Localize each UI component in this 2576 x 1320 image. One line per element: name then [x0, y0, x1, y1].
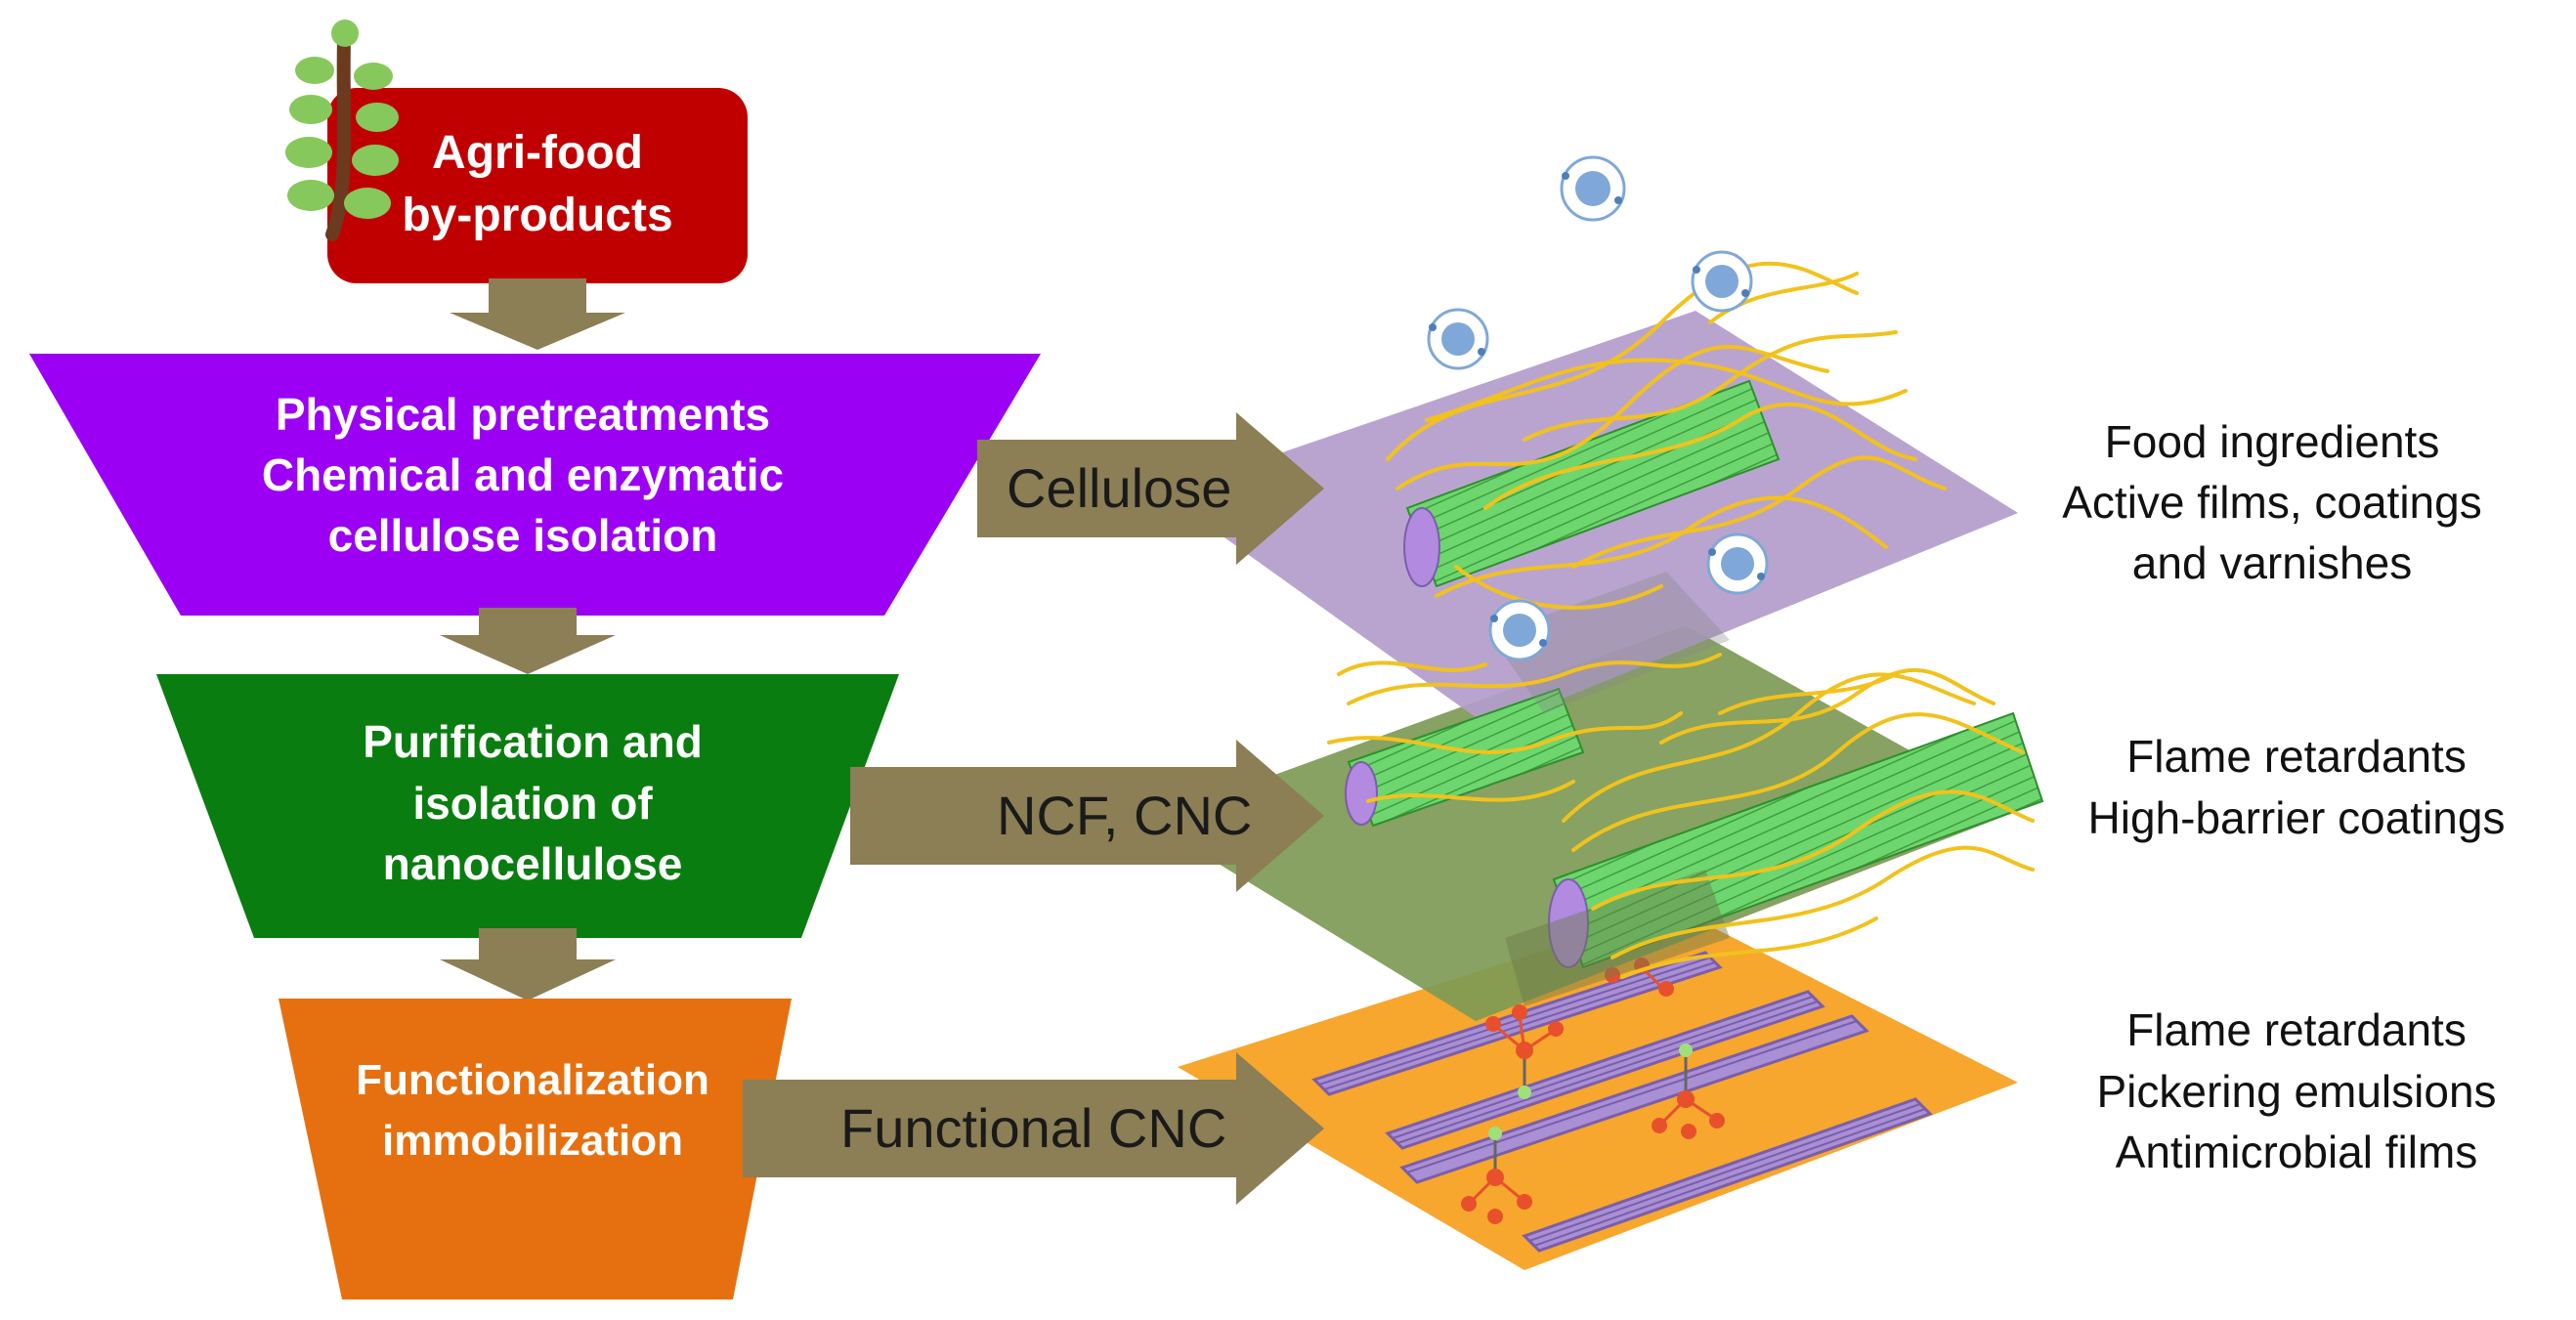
stage-3-line1: Functionalization — [356, 1056, 709, 1104]
stage-3-line2: immobilization — [382, 1117, 683, 1165]
product-arrow-ncf-cnc — [850, 740, 1324, 892]
nanocellulose-bundle — [1345, 687, 1585, 828]
source-box — [327, 88, 748, 283]
plant-sprout-icon — [285, 20, 399, 241]
product-label-cellulose: Cellulose — [1007, 457, 1231, 519]
product-arrow-functional-cnc — [743, 1052, 1324, 1205]
source-label-line2: by-products — [402, 190, 672, 241]
application-text: Flame retardants — [2126, 1004, 2467, 1055]
nanocrystal-rod — [1522, 1097, 1933, 1253]
flow-arrow-down-3 — [440, 928, 616, 1001]
stage-2-line1: Purification and — [363, 716, 703, 767]
application-text: Pickering emulsions — [2096, 1066, 2496, 1117]
stage-1-line1: Physical pretreatments — [276, 389, 770, 440]
source-label-line1: Agri-food — [432, 127, 643, 179]
applications-group-3: Flame retardants Pickering emulsions Ant… — [2096, 1004, 2496, 1177]
stage-1-line2: Chemical and enzymatic — [262, 449, 784, 500]
functional-group — [1485, 1004, 1564, 1099]
stage-3-trapezoid — [279, 999, 792, 1299]
nanoparticle-icon — [1691, 250, 1753, 313]
flow-arrow-down-1 — [450, 278, 625, 350]
application-text: Flame retardants — [2126, 731, 2467, 782]
functional-group — [1461, 1127, 1532, 1224]
applications-group-2: Flame retardants High-barrier coatings — [2088, 731, 2506, 843]
nanocrystal-rod — [1385, 990, 1825, 1150]
product-label-functional-cnc: Functional CNC — [840, 1097, 1226, 1159]
flow-arrow-down-2 — [440, 608, 616, 674]
nanoparticle-icon — [1560, 155, 1626, 222]
stage-1-trapezoid — [29, 354, 1041, 616]
cellulose-fibers — [1327, 261, 2035, 979]
stage-2-line2: isolation of — [412, 778, 653, 829]
nanoparticle-icon — [1488, 599, 1551, 661]
application-text: High-barrier coatings — [2088, 792, 2506, 843]
cellulose-bundle — [1403, 379, 1781, 588]
product-label-ncf-cnc: NCF, CNC — [997, 785, 1252, 846]
application-text: and varnishes — [2132, 537, 2412, 588]
nanocrystal-rod — [1399, 1014, 1869, 1184]
stage-2-line3: nanocellulose — [383, 838, 683, 889]
stage-2-trapezoid — [156, 674, 899, 938]
functional-cnc-rods — [1311, 951, 1933, 1253]
applications-group-1: Food ingredients Active films, coatings … — [2062, 416, 2481, 588]
layer-middle — [1148, 625, 2018, 1021]
layer-overlap-bottom — [1505, 870, 1730, 1006]
functional-group — [1652, 1043, 1725, 1139]
nanoparticle-icon — [1706, 532, 1769, 595]
application-text: Active films, coatings — [2062, 477, 2481, 528]
application-text: Antimicrobial films — [2116, 1127, 2478, 1177]
nanoparticle-icon — [1427, 308, 1489, 370]
nanocellulose-bundle — [1548, 711, 2044, 969]
stage-1-line3: cellulose isolation — [328, 510, 718, 561]
application-text: Food ingredients — [2105, 416, 2440, 467]
product-arrow-cellulose — [977, 412, 1324, 565]
